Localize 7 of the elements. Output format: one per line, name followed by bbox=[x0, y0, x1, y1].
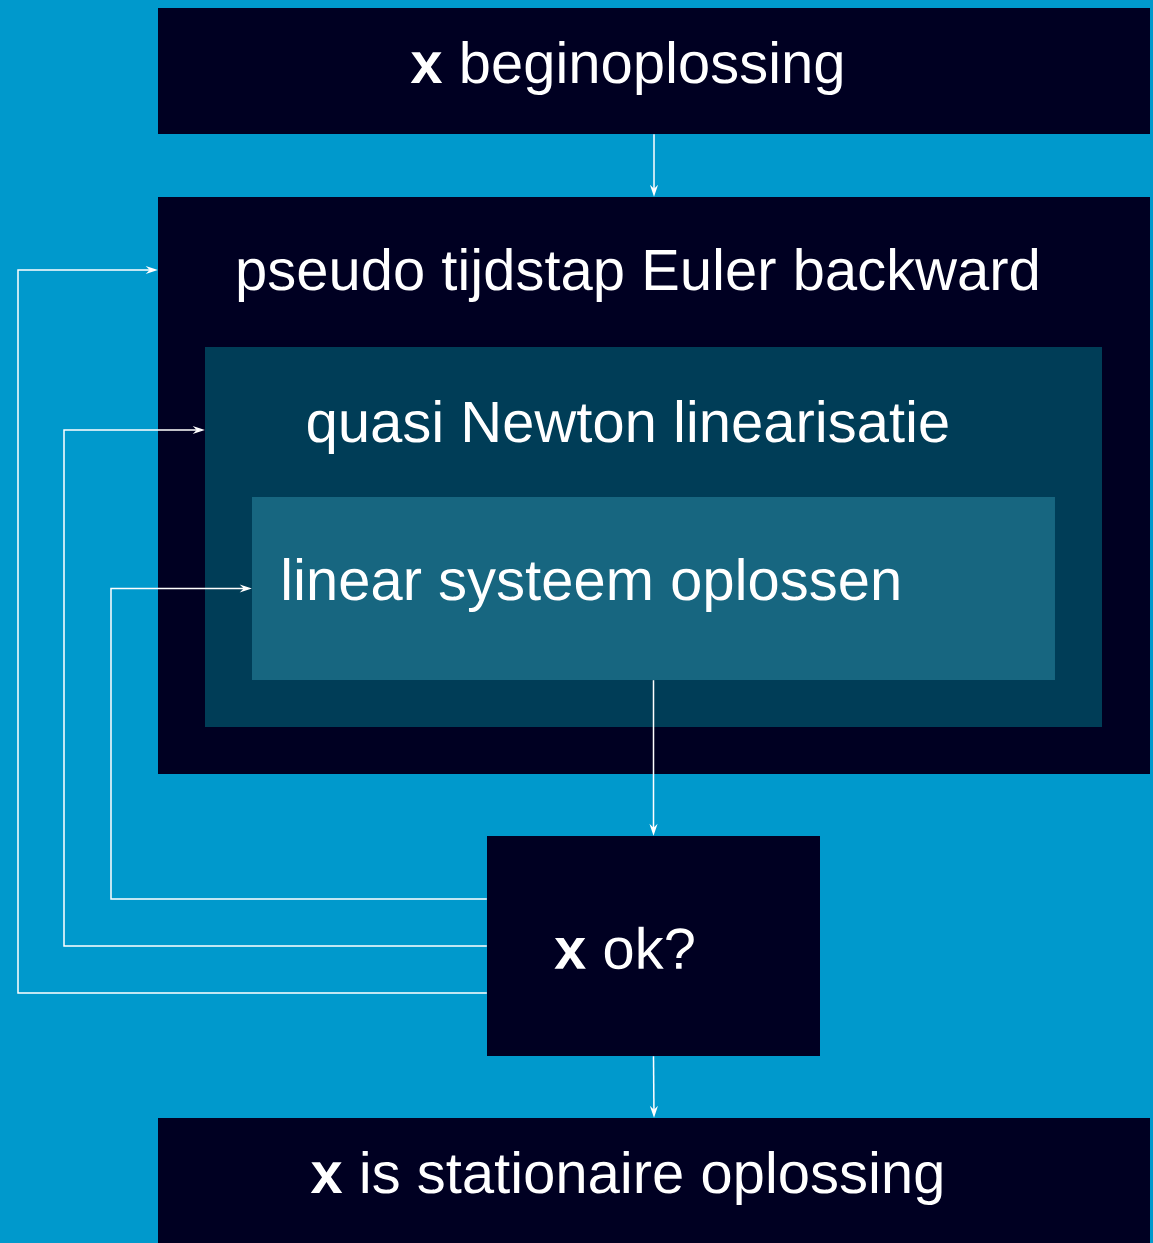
arrow bbox=[110, 584, 488, 900]
process-box: x is stationaire oplossing bbox=[158, 1118, 1150, 1243]
process-box: x beginoplossing bbox=[158, 8, 1150, 134]
process-box: linear systeem oplossen bbox=[252, 497, 1055, 680]
arrow bbox=[63, 425, 488, 947]
process-box: x ok? bbox=[487, 836, 820, 1056]
arrow bbox=[17, 265, 488, 994]
